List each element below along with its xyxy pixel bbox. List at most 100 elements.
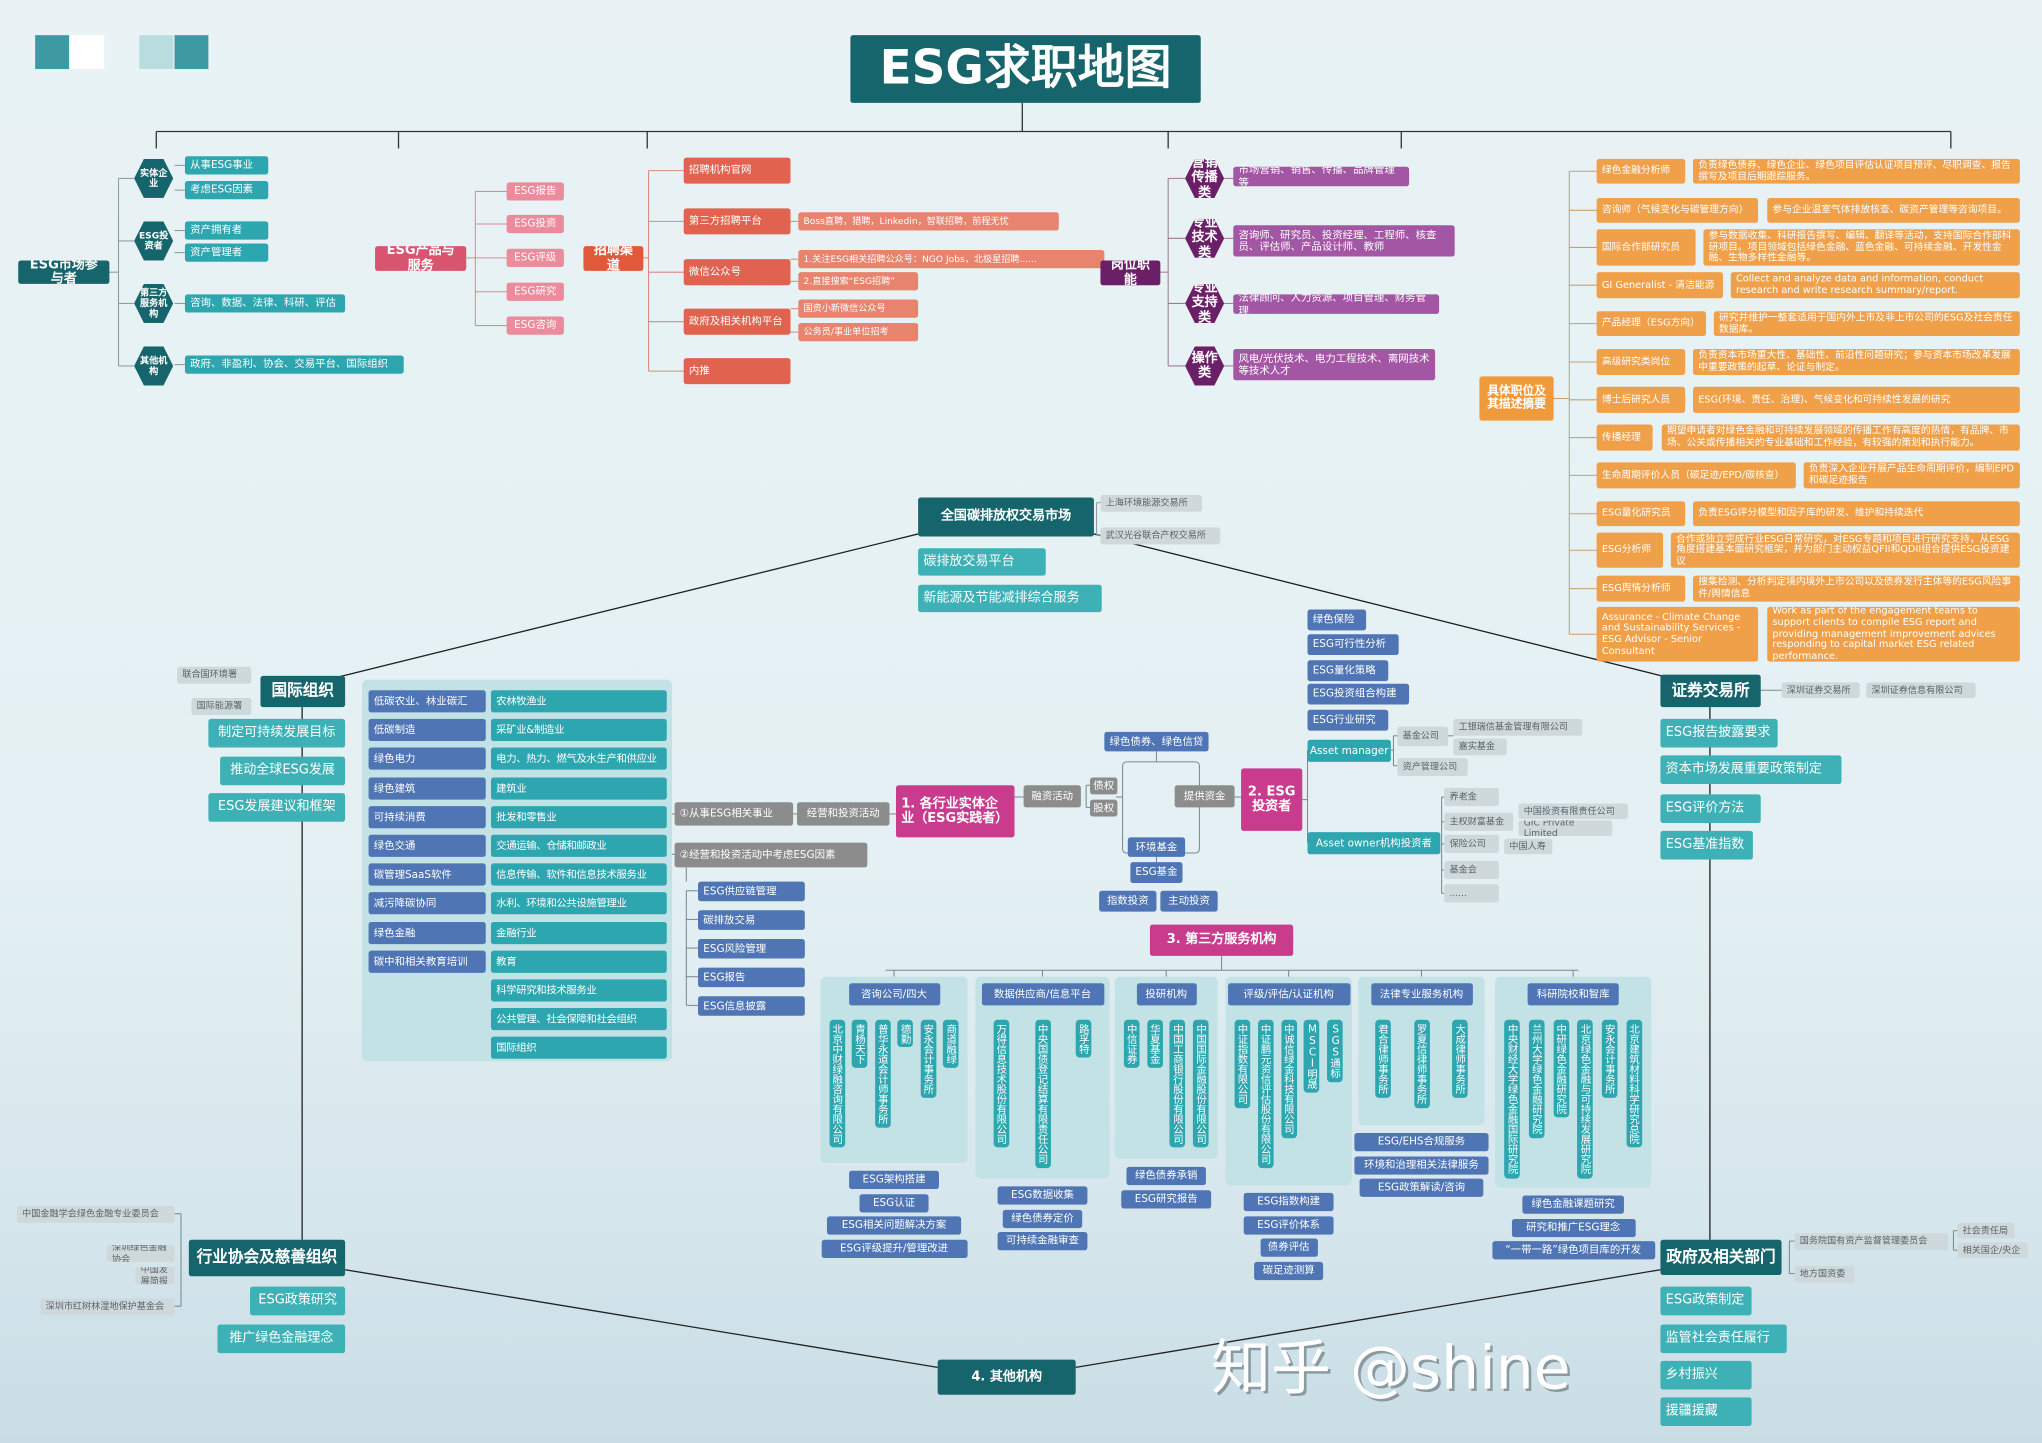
- third-party-org[interactable]: 中信证券: [1123, 1019, 1140, 1068]
- third-party-service[interactable]: 研究和推广ESG理念: [1511, 1218, 1636, 1237]
- third-party-org[interactable]: 北京绿色金融与可持续发展研究院: [1577, 1019, 1594, 1178]
- intl-org-item[interactable]: 推动全球ESG发展: [220, 756, 346, 786]
- recruitment-detail[interactable]: Boss直聘，猎聘，Linkedin，智联招聘，前程无忧: [798, 212, 1059, 231]
- product-service-item[interactable]: ESG研究: [506, 282, 564, 301]
- third-party-service[interactable]: ESG指数构建: [1243, 1192, 1334, 1212]
- investor-service[interactable]: 绿色保险: [1307, 609, 1367, 631]
- sector-item[interactable]: 可持续消费: [368, 805, 486, 828]
- third-party-org[interactable]: 中证鹏元资信评估股份有限公司: [1257, 1019, 1274, 1168]
- stock-exchange-item[interactable]: ESG基准指数: [1660, 830, 1753, 860]
- industry-item[interactable]: 电力、热力、燃气及水生产和供应业: [490, 748, 667, 771]
- enterprise-node[interactable]: 1. 各行业实体企业（ESG实践者）: [895, 785, 1015, 838]
- position-title[interactable]: ESG分析师: [1596, 532, 1664, 568]
- third-party-service[interactable]: ESG数据收集: [997, 1186, 1088, 1205]
- association-item[interactable]: ESG政策研究: [250, 1286, 346, 1316]
- third-party-category[interactable]: 数据供应商/信息平台: [981, 983, 1104, 1006]
- industry-item[interactable]: 科学研究和技术服务业: [490, 979, 667, 1002]
- position-title[interactable]: ESG舆情分析师: [1596, 575, 1686, 602]
- intl-org-item[interactable]: 制定可持续发展目标: [208, 718, 346, 748]
- third-party-category[interactable]: 投研机构: [1136, 983, 1197, 1006]
- section-market-participants[interactable]: ESG市场参与者: [18, 260, 110, 284]
- participant-item[interactable]: 咨询、数据、法律、科研、评估: [184, 294, 346, 313]
- hex-job-function[interactable]: 操作类: [1185, 346, 1225, 386]
- third-party-org[interactable]: 北京中财绿融咨询有限公司: [829, 1019, 845, 1148]
- third-party-org[interactable]: 中国国际金融股份有限公司: [1193, 1019, 1209, 1148]
- enterprise-path[interactable]: ②经营和投资活动中考虑ESG因素: [674, 842, 868, 868]
- third-party-org[interactable]: MSCI明晟: [1303, 1019, 1320, 1093]
- third-party-org[interactable]: 万得信息技术股份有限公司: [993, 1019, 1010, 1148]
- industry-item[interactable]: 批发和零售业: [490, 805, 667, 828]
- industry-item[interactable]: 水利、环境和公共设施管理业: [490, 892, 667, 915]
- sector-item[interactable]: 绿色交通: [368, 834, 486, 857]
- investor-service[interactable]: ESG量化策略: [1307, 660, 1389, 682]
- third-party-category[interactable]: 咨询公司/四大: [848, 983, 940, 1006]
- financing-type[interactable]: 股权: [1090, 799, 1118, 817]
- stock-exchange-item[interactable]: 资本市场发展重要政策制定: [1660, 755, 1842, 784]
- third-party-service[interactable]: 债券评估: [1259, 1238, 1318, 1257]
- government-item[interactable]: 援疆援藏: [1660, 1397, 1752, 1427]
- third-party-org[interactable]: 君合律师事务所: [1375, 1019, 1391, 1098]
- product-service-item[interactable]: ESG评级: [506, 248, 564, 267]
- participant-item[interactable]: 从事ESG事业: [184, 156, 269, 175]
- investor-service[interactable]: ESG可行性分析: [1307, 634, 1399, 656]
- third-party-service[interactable]: 可持续金融审查: [997, 1231, 1088, 1251]
- financing-product[interactable]: 绿色债券、绿色信贷: [1104, 731, 1209, 752]
- recruitment-channel[interactable]: 政府及相关机构平台: [683, 308, 791, 335]
- sector-item[interactable]: 绿色电力: [368, 748, 486, 771]
- intl-org-item[interactable]: ESG发展建议和框架: [208, 793, 346, 822]
- third-party-service[interactable]: ESG架构搭建: [848, 1170, 940, 1189]
- industry-item[interactable]: 建筑业: [490, 776, 667, 800]
- stock-exchange-item[interactable]: ESG报告披露要求: [1660, 718, 1778, 748]
- industry-item[interactable]: 农林牧渔业: [490, 690, 667, 713]
- third-party-org[interactable]: 中央财经大学绿色金融国际研究院: [1504, 1019, 1521, 1178]
- participant-item[interactable]: 资产管理者: [184, 243, 269, 262]
- participant-item[interactable]: 政府、非盈利、协会、交易平台、国际组织: [184, 355, 404, 374]
- government-item[interactable]: 监管社会责任履行: [1660, 1324, 1787, 1354]
- third-party-service[interactable]: ESG/EHS合规服务: [1354, 1133, 1489, 1152]
- sector-item[interactable]: 低碳农业、林业碳汇: [368, 690, 486, 713]
- enterprise-esg-item[interactable]: ESG风险管理: [698, 938, 805, 959]
- carbon-market-node[interactable]: 全国碳排放权交易市场: [918, 497, 1094, 537]
- hex-job-function[interactable]: 专业技术类: [1185, 218, 1225, 258]
- recruitment-channel[interactable]: 第三方招聘平台: [683, 208, 791, 235]
- carbon-market-item[interactable]: 碳排放交易平台: [918, 548, 1046, 576]
- enterprise-path[interactable]: ①从事ESG相关事业: [674, 802, 794, 826]
- government-item[interactable]: ESG政策制定: [1660, 1286, 1752, 1316]
- third-party-category[interactable]: 科研院校和智库: [1527, 983, 1619, 1006]
- association-item[interactable]: 推广绿色金融理念: [217, 1324, 346, 1354]
- third-party-org[interactable]: SGS通标: [1327, 1019, 1343, 1082]
- section-products-services[interactable]: ESG产品与服务: [375, 246, 467, 271]
- strategy-item[interactable]: 指数投资: [1099, 890, 1157, 912]
- third-party-org[interactable]: 大成律师事务所: [1452, 1019, 1468, 1098]
- position-title[interactable]: 绿色金融分析师: [1596, 158, 1686, 184]
- asset-manager-node[interactable]: Asset manager: [1307, 739, 1391, 762]
- stock-exchange-node[interactable]: 证券交易所: [1660, 674, 1761, 708]
- third-party-service[interactable]: 碳足迹测算: [1254, 1261, 1323, 1280]
- enterprise-esg-item[interactable]: ESG信息披露: [698, 996, 805, 1016]
- third-party-service[interactable]: ESG研究报告: [1120, 1189, 1212, 1208]
- third-party-org[interactable]: 中证指数有限公司: [1234, 1019, 1251, 1108]
- position-title[interactable]: 国际合作部研究员: [1596, 229, 1696, 266]
- third-party-org[interactable]: 罗夏信律师事务所: [1413, 1019, 1430, 1108]
- third-party-org[interactable]: 北京建筑材料科学研究总院: [1626, 1019, 1642, 1148]
- third-party-org[interactable]: 青杨天下: [852, 1019, 868, 1068]
- third-party-service[interactable]: ESG评级提升/管理改进: [821, 1239, 967, 1258]
- third-party-org[interactable]: 路孚特: [1075, 1019, 1092, 1058]
- recruitment-detail[interactable]: 2.直接搜索“ESG招聘”: [798, 272, 919, 291]
- investor-service[interactable]: ESG行业研究: [1307, 709, 1389, 731]
- position-title[interactable]: 产品经理（ESG方向）: [1596, 311, 1707, 336]
- sector-item[interactable]: 低碳制造: [368, 719, 486, 742]
- third-party-service[interactable]: 绿色债券定价: [1002, 1209, 1083, 1228]
- third-party-org[interactable]: 中央国债登记结算有限责任公司: [1034, 1019, 1051, 1168]
- hex-participant-type[interactable]: 其他机构: [134, 346, 174, 386]
- third-party-org[interactable]: 中国工商银行股份有限公司: [1169, 1019, 1186, 1148]
- sector-item[interactable]: 减污降碳协同: [368, 892, 486, 915]
- recruitment-detail[interactable]: 公务员/事业单位招考: [798, 322, 919, 342]
- industry-item[interactable]: 交通运输、仓储和邮政业: [490, 834, 667, 857]
- third-party-service[interactable]: 绿色金融课题研究: [1522, 1195, 1624, 1214]
- third-party-org[interactable]: 安永会计事务所: [920, 1019, 937, 1098]
- intl-org-node[interactable]: 国际组织: [260, 675, 346, 708]
- hex-job-function[interactable]: 营销传播类: [1185, 158, 1225, 198]
- industry-item[interactable]: 金融行业: [490, 921, 667, 944]
- recruitment-detail[interactable]: 国资小新微信公众号: [798, 299, 919, 318]
